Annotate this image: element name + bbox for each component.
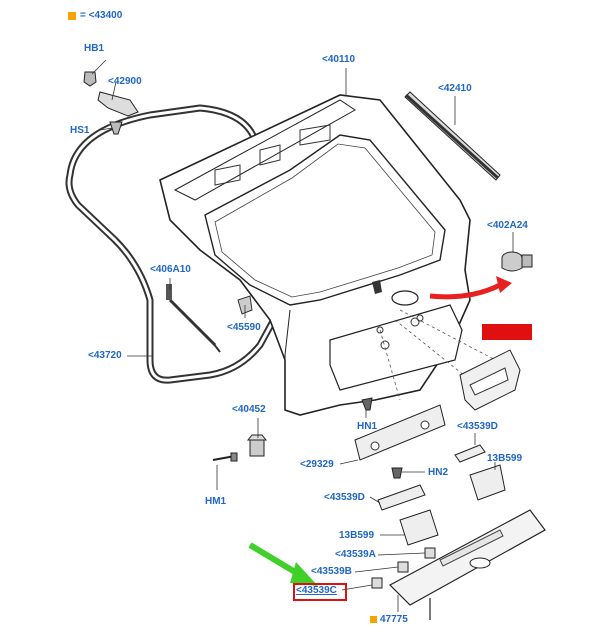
label-45590[interactable]: <45590 — [227, 322, 261, 333]
label-hn1[interactable]: HN1 — [357, 421, 378, 432]
hinge-bolt-hb1 — [83, 71, 97, 87]
actuator — [249, 439, 265, 457]
label-40110[interactable]: <40110 — [322, 54, 356, 65]
label-406A10[interactable]: <406A10 — [150, 264, 191, 275]
red-callout-arrow — [429, 282, 502, 300]
marker-47775 — [370, 616, 377, 623]
label-hm1[interactable]: HM1 — [205, 496, 227, 507]
label-hn2[interactable]: HN2 — [428, 467, 449, 478]
clip-hn1 — [361, 397, 373, 411]
label-43539D-right[interactable]: <43539D — [457, 421, 498, 432]
label-47775[interactable]: 47775 — [380, 614, 408, 625]
label-43720[interactable]: <43720 — [88, 350, 122, 361]
label-40452[interactable]: <40452 — [232, 404, 266, 415]
tailgate-handle-bar — [389, 509, 546, 606]
tailgate-window-opening — [204, 134, 446, 306]
license-plate-recess — [329, 304, 463, 391]
label-13B599-right[interactable]: 13B599 — [487, 453, 523, 464]
highlight-box-43539C — [293, 583, 347, 601]
hinge — [97, 91, 139, 117]
label-13B599-left[interactable]: 13B599 — [339, 530, 375, 541]
legend-text: = <43400 — [80, 10, 123, 21]
label-29329[interactable]: <29329 — [300, 459, 334, 470]
label-43539A[interactable]: <43539A — [335, 549, 376, 560]
legend-marker — [68, 12, 76, 20]
label-43539D-left[interactable]: <43539D — [324, 492, 365, 503]
handle-bracket-left — [399, 509, 439, 546]
highlight-box-redacted — [482, 324, 532, 340]
label-42900[interactable]: <42900 — [108, 76, 142, 87]
label-42410[interactable]: <42410 — [438, 83, 472, 94]
hinge-bolt-hs1 — [109, 121, 123, 135]
badge-emblem — [391, 290, 419, 306]
label-redacted[interactable]: <17K838 — [484, 324, 525, 335]
handle-bracket-right — [469, 464, 506, 501]
green-callout-arrow — [248, 542, 302, 578]
label-43539C[interactable]: <43539C — [296, 585, 337, 596]
label-hs1[interactable]: HS1 — [70, 125, 90, 136]
gas-strut — [168, 298, 217, 347]
label-402A24[interactable]: <402A24 — [487, 220, 528, 231]
label-43539B[interactable]: <43539B — [311, 566, 352, 577]
label-hb1[interactable]: HB1 — [84, 43, 105, 54]
clip-hn2 — [391, 467, 403, 479]
